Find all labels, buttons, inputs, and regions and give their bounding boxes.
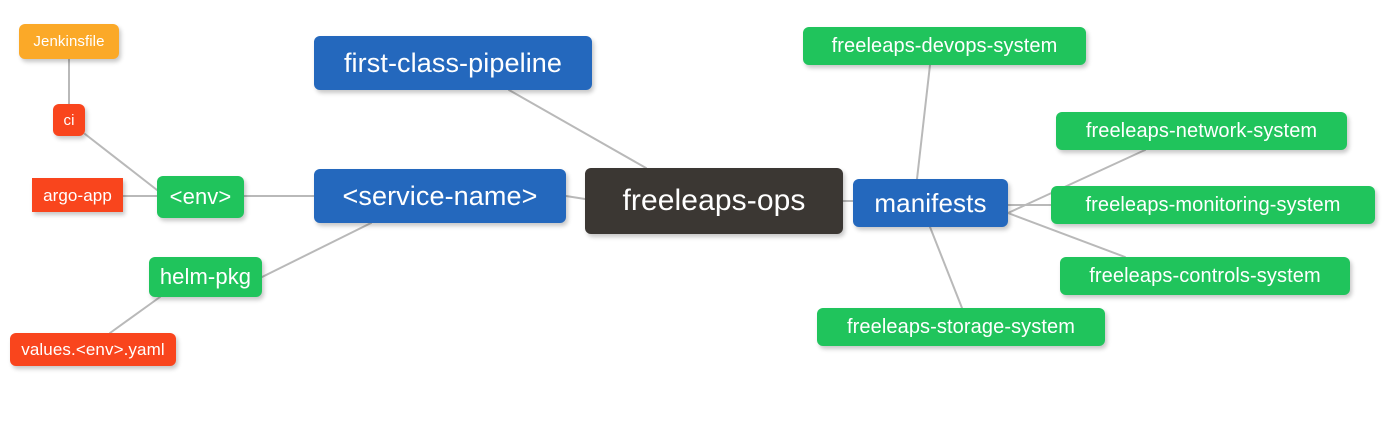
node-label-manifests: manifests [874,188,987,218]
node-freeleaps-devops-system[interactable]: freeleaps-devops-system [803,27,1086,65]
node-helm-pkg[interactable]: helm-pkg [149,257,262,297]
edge-helm-pkg-to-values-env-yaml [109,296,161,334]
edge-first-class-pipeline-to-freeleaps-ops [508,89,647,169]
edge-manifests-to-freeleaps-devops-system [916,64,931,180]
node-label-freeleaps-controls-system: freeleaps-controls-system [1089,265,1321,287]
node-label-argo-app: argo-app [43,185,112,205]
node-label-env: <env> [169,184,232,209]
edge-service-name-to-helm-pkg [255,222,372,281]
node-values-env-yaml[interactable]: values.<env>.yaml [10,333,176,366]
node-env[interactable]: <env> [157,176,244,218]
node-jenkinsfile[interactable]: Jenkinsfile [19,24,119,59]
node-label-freeleaps-network-system: freeleaps-network-system [1085,120,1318,142]
node-first-class-pipeline[interactable]: first-class-pipeline [314,36,592,90]
node-label-freeleaps-monitoring-system: freeleaps-monitoring-system [1085,194,1341,216]
node-freeleaps-monitoring-system[interactable]: freeleaps-monitoring-system [1051,186,1375,224]
edge-service-name-to-freeleaps-ops [565,195,586,200]
node-label-freeleaps-storage-system: freeleaps-storage-system [846,316,1076,338]
node-label-jenkinsfile: Jenkinsfile [33,33,105,50]
node-freeleaps-controls-system[interactable]: freeleaps-controls-system [1060,257,1350,295]
node-service-name[interactable]: <service-name> [314,169,566,223]
node-ci[interactable]: ci [53,104,85,136]
node-label-freeleaps-devops-system: freeleaps-devops-system [831,35,1058,57]
node-label-ci: ci [63,111,75,129]
node-label-first-class-pipeline: first-class-pipeline [343,47,563,78]
node-label-freeleaps-ops: freeleaps-ops [622,184,806,217]
node-freeleaps-storage-system[interactable]: freeleaps-storage-system [817,308,1105,346]
node-argo-app[interactable]: argo-app [32,178,123,212]
node-label-helm-pkg: helm-pkg [159,264,252,289]
node-label-values-env-yaml: values.<env>.yaml [21,340,165,359]
edge-manifests-to-freeleaps-storage-system [929,226,963,309]
node-label-service-name: <service-name> [342,180,538,211]
node-manifests[interactable]: manifests [853,179,1008,227]
node-freeleaps-ops[interactable]: freeleaps-ops [585,168,843,234]
node-freeleaps-network-system[interactable]: freeleaps-network-system [1056,112,1347,150]
